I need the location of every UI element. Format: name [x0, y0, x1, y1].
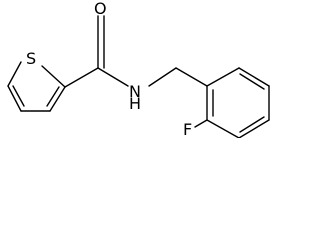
oxygen-atom-label: O	[94, 0, 107, 18]
nitrogen-atom-label: N	[129, 82, 141, 101]
bond-ch2-ring	[175, 67, 208, 87]
bond-s1-c2	[7, 61, 22, 87]
bond-b2-b3-inner	[239, 73, 265, 90]
bond-c4-c5	[49, 86, 66, 112]
bond-c5-s1	[41, 65, 66, 88]
fluorine-atom-label: F	[183, 120, 192, 138]
benzyl-linker	[148, 67, 208, 87]
bond-b4-b5-inner	[239, 116, 265, 133]
structure-diagram: S O N H F	[7, 0, 270, 138]
bond-ring-carbonyl	[64, 67, 99, 88]
hydrogen-atom-label: H	[129, 94, 141, 113]
bond-carbonyl-nitrogen	[97, 67, 129, 87]
thiophene-ring	[7, 61, 66, 112]
fluorobenzene-ring	[194, 67, 270, 138]
bond-nitrogen-ch2	[148, 67, 177, 87]
bond-b1-b2	[206, 67, 240, 87]
bond-c4-c5-inner	[46, 86, 60, 107]
bond-ring-fluorine	[194, 119, 208, 128]
bond-b2-b3	[238, 67, 270, 87]
bond-c2-c3	[7, 85, 22, 112]
bond-c2-c3-inner	[12, 85, 25, 107]
bond-b5-b6	[206, 119, 240, 138]
amide-group	[64, 15, 129, 88]
sulfur-atom-label: S	[26, 49, 36, 68]
bond-b4-b5	[238, 119, 270, 138]
